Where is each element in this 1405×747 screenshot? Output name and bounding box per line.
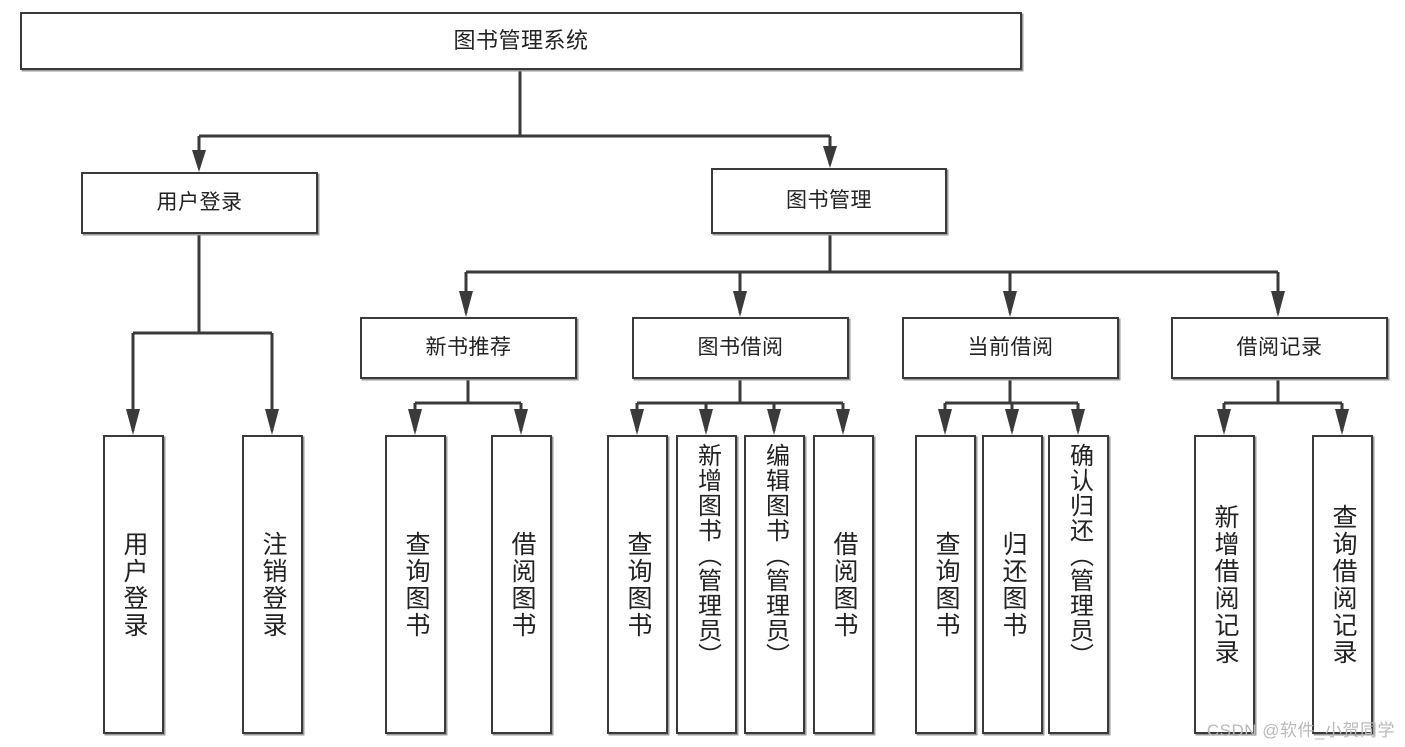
arrowhead	[630, 409, 644, 435]
node-leaf-add-record[interactable]: 新增借阅记录	[1194, 435, 1255, 734]
node-leaf-query-book-3[interactable]: 查询图书	[915, 435, 976, 734]
arrowhead	[836, 409, 850, 435]
node-label: 借阅图书	[508, 530, 536, 639]
node-label: 用户登录	[120, 530, 148, 639]
arrowhead	[408, 409, 422, 435]
node-label: 用户登录	[156, 190, 243, 214]
node-label: 注销登录	[259, 530, 287, 639]
node-leaf-borrow-book-2[interactable]: 借阅图书	[813, 435, 874, 734]
node-current-borrow[interactable]: 当前借阅	[902, 317, 1119, 379]
node-leaf-borrow-book-1[interactable]: 借阅图书	[491, 435, 552, 734]
node-book-management[interactable]: 图书管理	[711, 168, 947, 234]
arrowhead	[823, 146, 837, 168]
node-label: 确认归还（管理员）	[1065, 443, 1093, 668]
node-label: 借阅记录	[1236, 335, 1323, 359]
node-leaf-return-book[interactable]: 归还图书	[982, 435, 1043, 734]
node-leaf-logout-login[interactable]: 注销登录	[242, 435, 303, 734]
arrowhead	[265, 409, 279, 435]
csdn-watermark: CSDN @软件_小贺同学	[1206, 721, 1395, 740]
node-label: 查询借阅记录	[1329, 503, 1357, 666]
arrowhead	[1271, 291, 1285, 317]
arrowhead	[1005, 409, 1019, 435]
node-label: 新书推荐	[425, 335, 512, 359]
node-book-borrow[interactable]: 图书借阅	[632, 317, 849, 379]
arrowhead	[1003, 291, 1017, 317]
node-leaf-query-record[interactable]: 查询借阅记录	[1312, 435, 1373, 734]
node-leaf-confirm-return[interactable]: 确认归还（管理员）	[1048, 435, 1109, 734]
node-label: 查询图书	[402, 530, 430, 639]
arrowhead	[1335, 409, 1349, 435]
node-label: 归还图书	[999, 530, 1027, 639]
node-book-management-system[interactable]: 图书管理系统	[20, 12, 1022, 70]
arrowhead	[733, 291, 747, 317]
node-leaf-query-book-2[interactable]: 查询图书	[607, 435, 668, 734]
arrowhead	[126, 409, 140, 435]
arrowhead	[1217, 409, 1231, 435]
node-label: 新增借阅记录	[1211, 503, 1239, 666]
node-leaf-user-login[interactable]: 用户登录	[103, 435, 164, 734]
node-new-book-recommend[interactable]: 新书推荐	[360, 317, 577, 379]
arrowhead	[1071, 409, 1085, 435]
node-label: 编辑图书（管理员）	[761, 443, 789, 668]
node-label: 图书管理	[786, 188, 872, 212]
node-user-login[interactable]: 用户登录	[81, 172, 318, 234]
node-leaf-add-book[interactable]: 新增图书（管理员）	[676, 435, 737, 734]
node-label: 查询图书	[624, 530, 652, 639]
node-borrow-record[interactable]: 借阅记录	[1171, 317, 1388, 379]
node-label: 当前借阅	[967, 335, 1054, 359]
node-label: 图书借阅	[697, 335, 784, 359]
node-leaf-query-book-1[interactable]: 查询图书	[385, 435, 446, 734]
node-label: 查询图书	[932, 530, 960, 639]
arrowhead	[938, 409, 952, 435]
arrowhead	[699, 409, 713, 435]
node-leaf-edit-book[interactable]: 编辑图书（管理员）	[744, 435, 805, 734]
node-label: 新增图书（管理员）	[693, 443, 721, 668]
arrowhead	[514, 409, 528, 435]
arrowhead	[767, 409, 781, 435]
node-label: 借阅图书	[830, 530, 858, 639]
node-label: 图书管理系统	[453, 28, 589, 54]
arrowhead	[192, 150, 206, 172]
arrowhead	[459, 291, 473, 317]
